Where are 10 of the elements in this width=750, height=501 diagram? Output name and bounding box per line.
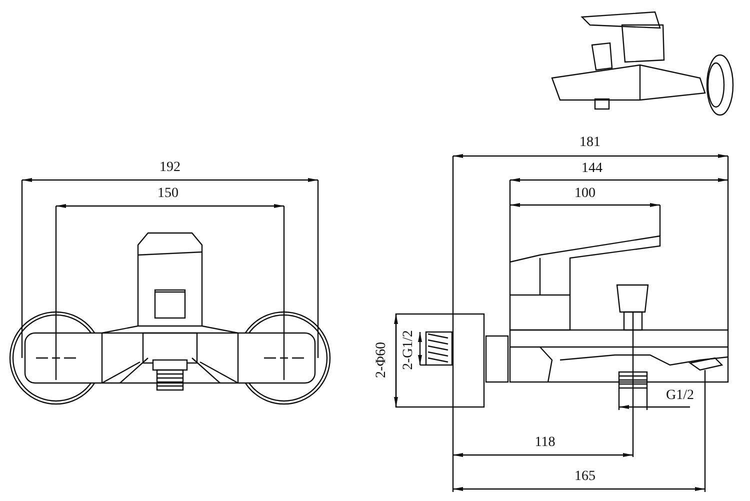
- dimension-label: 2-Φ60: [375, 342, 389, 378]
- dimension-label: 118: [534, 436, 556, 450]
- dimension-label: 192: [160, 161, 180, 175]
- dimension-label: 2-G1/2: [402, 330, 416, 370]
- dimension-label: 100: [574, 187, 596, 201]
- dimension-label: 165: [574, 470, 596, 484]
- dimension-label: 150: [158, 187, 178, 201]
- dimension-label: 144: [582, 162, 602, 176]
- dimension-label: 181: [580, 136, 600, 150]
- dimension-label: G1/2: [666, 389, 694, 403]
